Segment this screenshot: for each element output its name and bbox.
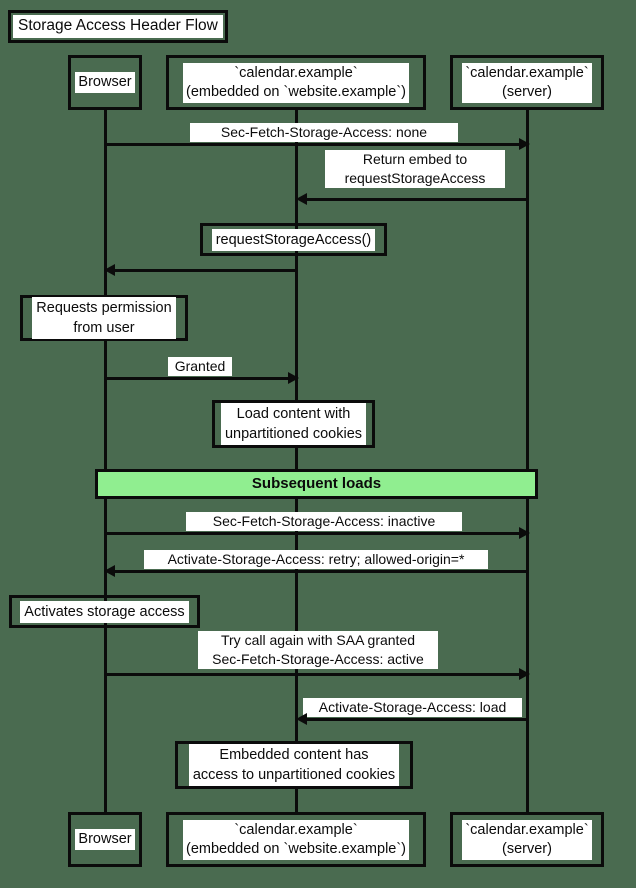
participant-embed-label-top: `calendar.example` (embedded on `website… [182, 62, 410, 103]
note-text-load-content: Load content with unpartitioned cookies [220, 403, 367, 445]
arrow-head-left-icon-m11 [296, 713, 307, 725]
diagram-title: Storage Access Header Flow [13, 15, 223, 38]
message-label-return-embed: Return embed to requestStorageAccess [325, 150, 505, 188]
note-text-embedded-content-access: Embedded content has access to unpartiti… [188, 744, 400, 786]
message-label-activate-load: Activate-Storage-Access: load [303, 698, 522, 717]
participant-embed-bottom[interactable]: `calendar.example` (embedded on `website… [166, 812, 426, 867]
message-line-m2 [307, 198, 528, 201]
message-line-m10 [105, 673, 521, 676]
arrow-head-right-icon-m5 [288, 372, 299, 384]
arrow-head-left-icon-m4 [104, 264, 115, 276]
participant-browser-label-bottom: Browser [75, 829, 135, 850]
lifeline-server [526, 110, 529, 815]
arrow-head-right-icon-m10 [519, 668, 530, 680]
diagram-title-box: Storage Access Header Flow [8, 10, 228, 43]
participant-server-bottom[interactable]: `calendar.example` (server) [450, 812, 604, 867]
participant-browser-bottom[interactable]: Browser [68, 812, 142, 867]
section-label-subsequent-loads: Subsequent loads [251, 475, 382, 492]
participant-browser-top[interactable]: Browser [68, 55, 142, 110]
note-text-request-storage-access: requestStorageAccess() [211, 228, 376, 251]
section-subsequent-loads: Subsequent loads [95, 469, 538, 499]
note-load-content: Load content with unpartitioned cookies [212, 400, 375, 448]
arrow-head-right-icon-m1 [519, 138, 530, 150]
message-line-m5 [105, 377, 290, 380]
lifeline-embed [295, 110, 298, 815]
participant-server-top[interactable]: `calendar.example` (server) [450, 55, 604, 110]
lifeline-browser [104, 110, 107, 815]
message-label-sec-fetch-none: Sec-Fetch-Storage-Access: none [190, 123, 458, 142]
arrow-head-left-icon-m2 [296, 193, 307, 205]
message-label-sec-fetch-inactive: Sec-Fetch-Storage-Access: inactive [186, 512, 462, 531]
message-label-try-call-again: Try call again with SAA granted Sec-Fetc… [198, 631, 438, 669]
message-line-m1 [105, 143, 521, 146]
message-line-m7 [105, 532, 521, 535]
message-label-activate-retry: Activate-Storage-Access: retry; allowed-… [144, 550, 488, 569]
participant-embed-top[interactable]: `calendar.example` (embedded on `website… [166, 55, 426, 110]
arrow-head-right-icon-m7 [519, 527, 530, 539]
message-line-m11 [307, 718, 528, 721]
arrow-head-left-icon-m8 [104, 565, 115, 577]
note-request-storage-access: requestStorageAccess() [200, 223, 387, 256]
participant-browser-label-top: Browser [75, 72, 135, 93]
note-text-requests-permission: Requests permission from user [32, 297, 176, 339]
message-line-m4 [113, 269, 296, 272]
note-text-activates-storage-access: Activates storage access [20, 600, 189, 623]
participant-server-label-bottom: `calendar.example` (server) [462, 819, 592, 860]
note-activates-storage-access: Activates storage access [9, 595, 200, 628]
message-label-granted: Granted [168, 357, 232, 376]
note-requests-permission: Requests permission from user [20, 295, 188, 341]
note-embedded-content-access: Embedded content has access to unpartiti… [175, 741, 413, 789]
participant-embed-label-bottom: `calendar.example` (embedded on `website… [182, 819, 410, 860]
participant-server-label-top: `calendar.example` (server) [462, 62, 592, 103]
message-line-m8 [113, 570, 528, 573]
